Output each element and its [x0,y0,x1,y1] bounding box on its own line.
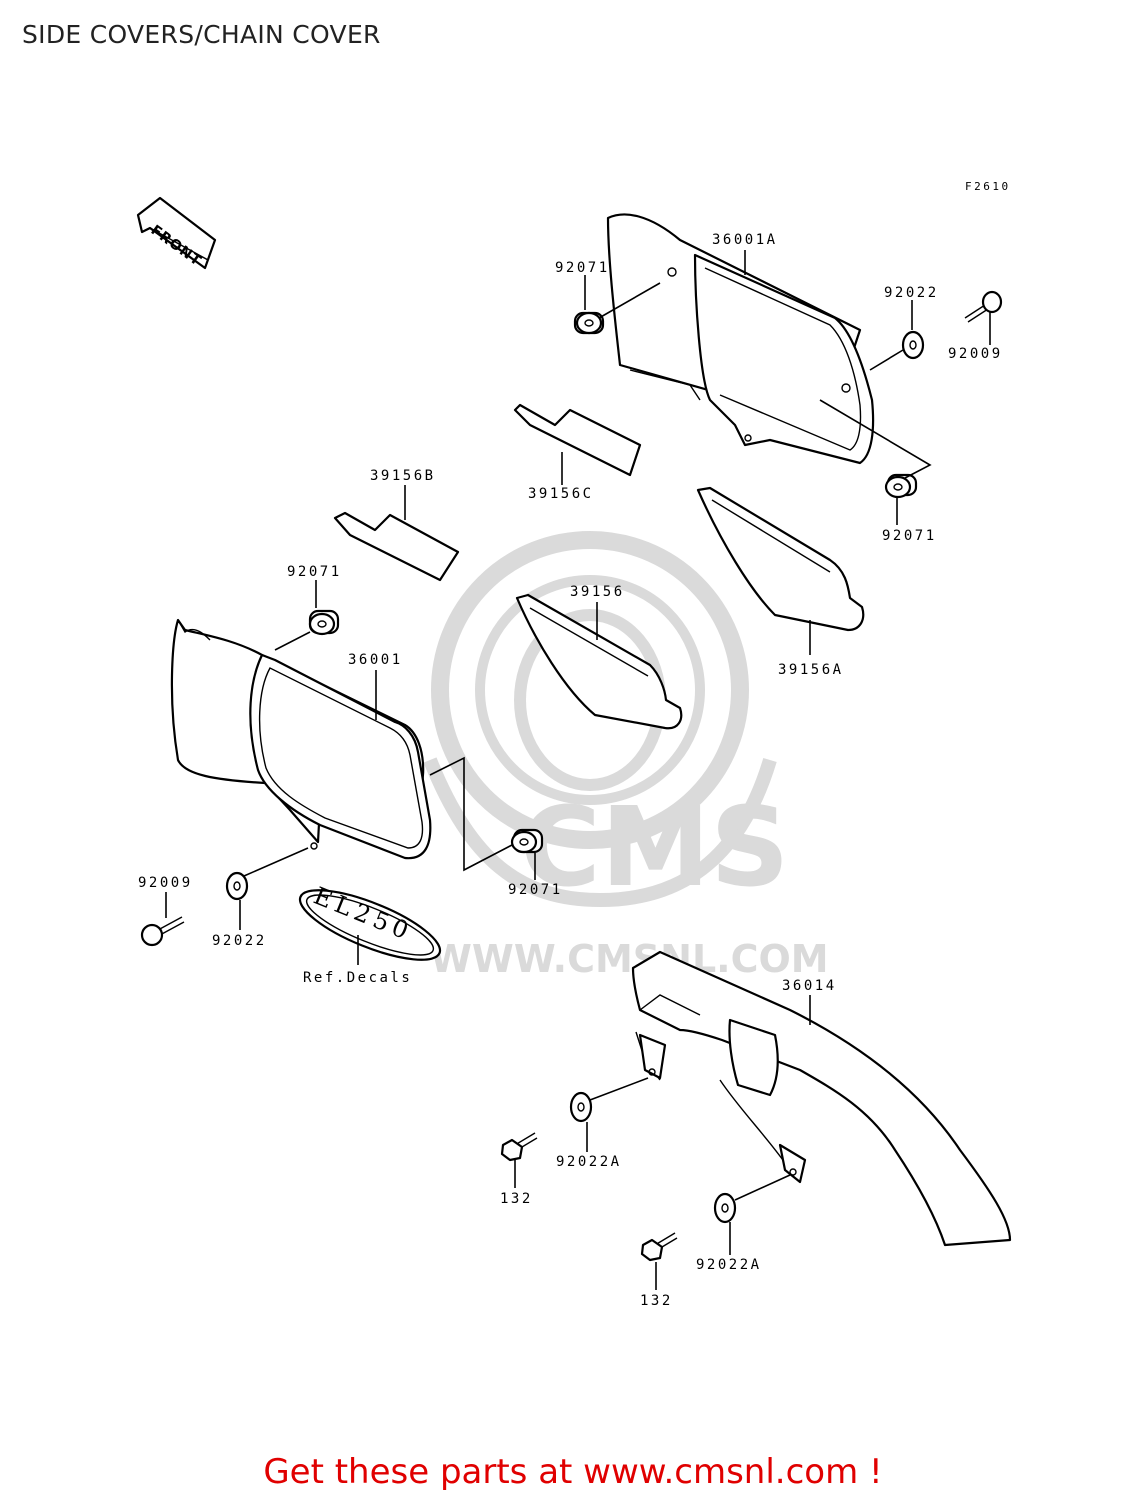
label-92071-top: 92071 [555,260,610,276]
pad-39156 [515,593,683,730]
label-39156C: 39156C [528,486,594,502]
washer-92022A-1 [569,1091,593,1123]
label-132-2: 132 [640,1293,673,1309]
figure-code: F2610 [965,180,1011,193]
label-92009-left: 92009 [138,875,193,891]
pad-39156B [333,511,460,582]
pad-39156C [513,403,642,477]
right-side-cover-36001A [606,213,875,465]
label-92071-left: 92071 [287,564,342,580]
label-39156: 39156 [570,584,625,600]
label-92022-top: 92022 [884,285,939,301]
washer-92022A-2 [713,1192,737,1224]
label-92009-top: 92009 [948,346,1003,362]
label-132-1: 132 [500,1191,533,1207]
label-92071-mid: 92071 [508,882,563,898]
decal-el250: EL250 [298,882,442,961]
chain-cover-36014 [631,950,1012,1247]
left-side-cover-36001 [170,618,432,860]
label-39156A: 39156A [778,662,844,678]
washer-92022-left [225,871,249,901]
bolt-132-1 [500,1132,538,1162]
label-92022A-2: 92022A [696,1257,762,1273]
washer-92022-top [901,330,925,360]
watermark-brand: CMS [520,783,789,911]
cms-watermark-logo: CMS WWW.CMSNL.COM [423,531,829,981]
label-ref-decals: Ref.Decals [303,970,412,986]
grommet-92071-right [884,473,918,499]
label-92022A-1: 92022A [556,1154,622,1170]
label-36001A: 36001A [712,232,778,248]
label-92022-left: 92022 [212,933,267,949]
label-36014: 36014 [782,978,837,994]
pad-39156A [696,486,865,632]
grommet-92071-left [308,609,340,636]
grommet-92071-mid [510,828,544,854]
cta-link[interactable]: Get these parts at www.cmsnl.com ! [263,1452,883,1492]
screw-92009-top [964,290,1003,323]
label-92071-right: 92071 [882,528,937,544]
bolt-132-2 [640,1232,678,1262]
label-39156B: 39156B [370,468,436,484]
front-arrow-icon: FRONT [136,196,217,270]
page-title: SIDE COVERS/CHAIN COVER [22,20,381,49]
watermark-url: WWW.CMSNL.COM [430,937,829,981]
leader-lines [165,250,991,1290]
screw-92009-left [140,916,185,947]
label-36001: 36001 [348,652,403,668]
grommet-92071-top [573,311,605,335]
